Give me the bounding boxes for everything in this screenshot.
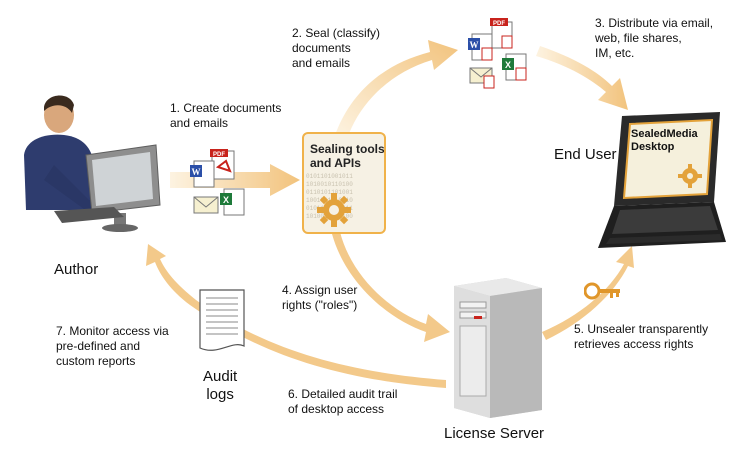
arrow-step3 — [536, 46, 628, 110]
svg-text:X: X — [505, 60, 511, 70]
step4-label: 4. Assign user rights ("roles") — [282, 283, 358, 312]
end-user-label: End User — [554, 146, 617, 163]
sealing-box-title: Sealing tools and APIs — [310, 142, 385, 170]
step3-label: 3. Distribute via email, web, file share… — [595, 16, 714, 60]
pdf-doc-icon: PDF — [490, 18, 513, 49]
laptop-icon — [598, 112, 726, 248]
step6-label: 6. Detailed audit trail of desktop acces… — [288, 387, 398, 416]
audit-logs-label: Audit logs — [203, 368, 238, 403]
arrow-step5 — [542, 246, 634, 340]
step5-label: 5. Unsealer transparently retrieves acce… — [574, 322, 709, 351]
server-tower-icon — [454, 278, 542, 418]
svg-text:PDF: PDF — [213, 152, 225, 158]
word-doc-icon: W — [190, 160, 215, 188]
svg-text:W: W — [192, 167, 201, 177]
svg-text:0101101001011: 0101101001011 — [306, 173, 353, 180]
arrow-step4 — [332, 232, 450, 342]
excel-doc-icon: X — [502, 53, 527, 81]
paper-log-icon — [199, 289, 245, 351]
key-icon — [584, 282, 620, 300]
step2-label: 2. Seal (classify) documents and emails — [292, 26, 381, 70]
svg-text:X: X — [223, 195, 229, 205]
word-doc-icon: W — [468, 33, 493, 61]
license-server-label: License Server — [444, 425, 545, 442]
excel-doc-icon: X — [220, 188, 245, 216]
person-at-computer-icon — [24, 95, 161, 232]
author-label: Author — [54, 261, 99, 278]
svg-text:PDF: PDF — [493, 21, 505, 27]
email-envelope-icon — [469, 67, 495, 89]
gear-icon — [317, 193, 351, 227]
sealed-documents-cluster: PDF W X — [468, 18, 527, 89]
arrow-step2 — [335, 40, 458, 136]
email-envelope-icon — [193, 196, 219, 214]
step1-label: 1. Create documents and emails — [170, 101, 282, 130]
svg-text:1010010110100: 1010010110100 — [306, 181, 353, 188]
source-documents-cluster: PDF W X — [190, 149, 245, 216]
sealing-tools-box: 0101101001011 1010010110100 011010110100… — [302, 132, 386, 234]
step7-label: 7. Monitor access via pre-defined and cu… — [56, 324, 169, 368]
laptop-screen-title: SealedMedia Desktop — [631, 128, 698, 153]
pdf-doc-icon: PDF — [210, 149, 235, 180]
svg-text:0110101101001: 0110101101001 — [306, 189, 353, 196]
svg-text:W: W — [470, 40, 479, 50]
arrow-step6-7 — [146, 244, 446, 388]
